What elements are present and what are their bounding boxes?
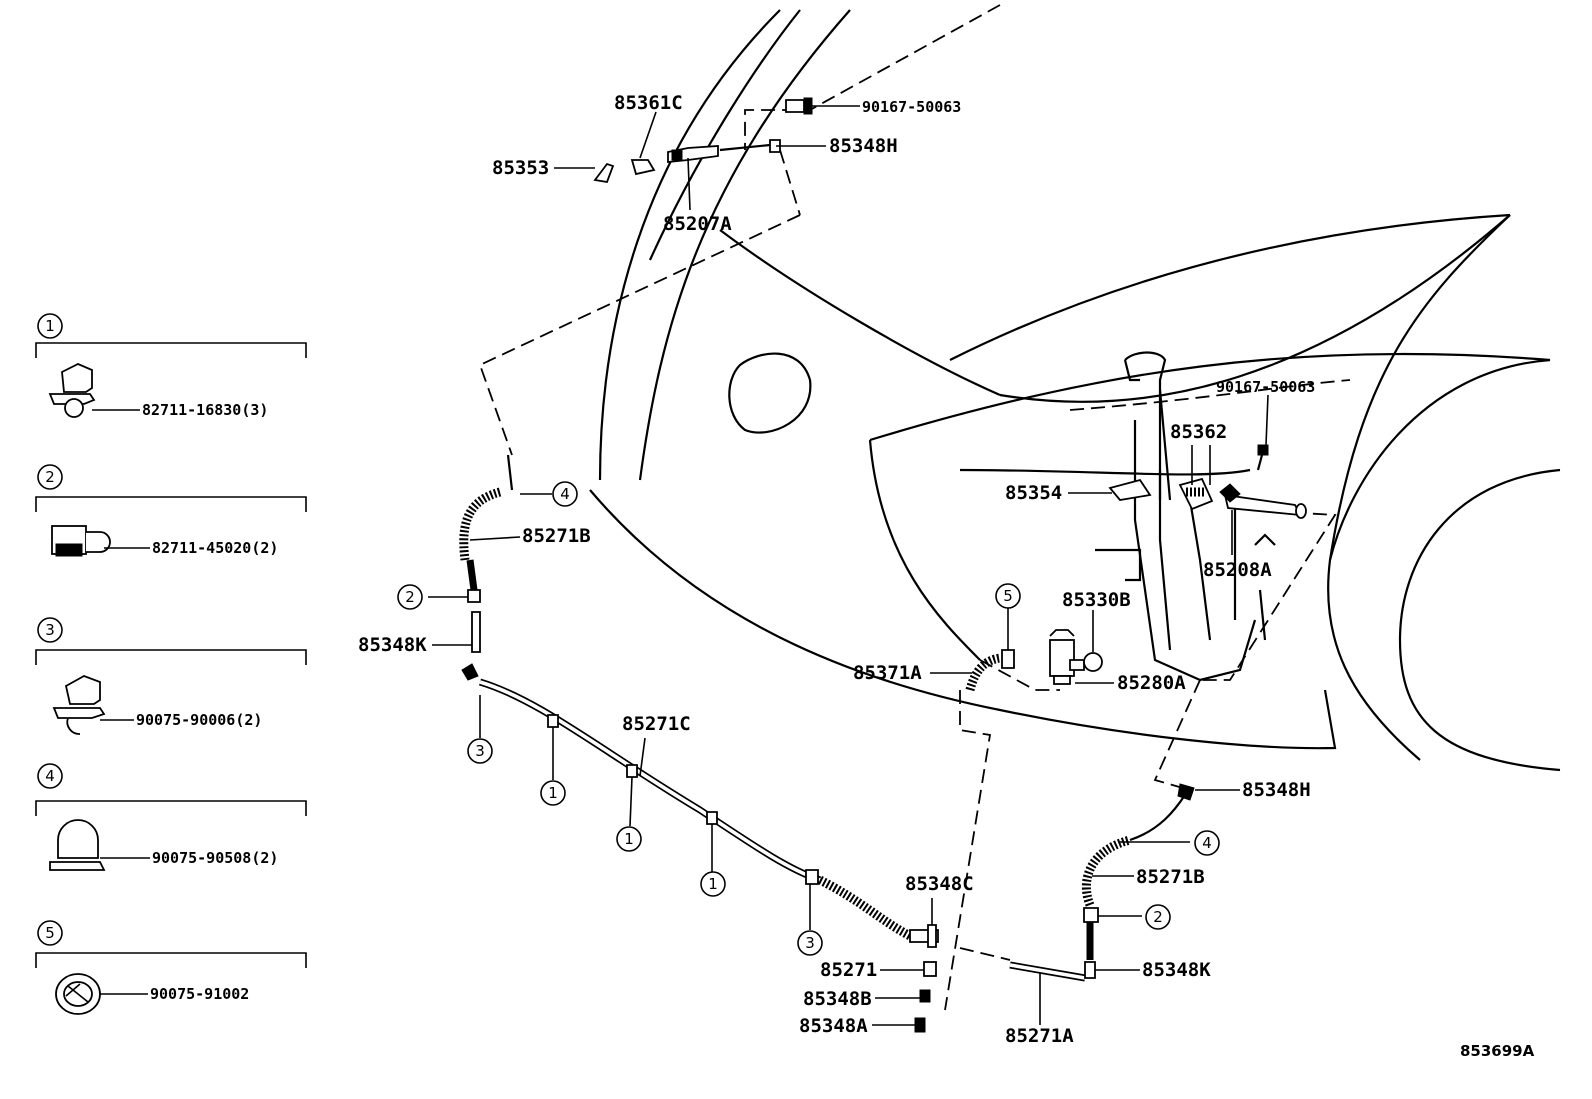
- legend-item-5: 5 90075-91002: [35, 920, 307, 1015]
- callout-85208A: 85208A: [1203, 559, 1272, 581]
- marker-number: 1: [708, 875, 718, 893]
- callout-90167-50063-right: 90167-50063: [1216, 378, 1315, 396]
- hose-clip-icon: [49, 819, 106, 871]
- marker-number: 1: [548, 784, 558, 802]
- diagram-reference-number: 853699A: [1460, 1042, 1535, 1060]
- callout-90167-50063-top: 90167-50063: [862, 98, 961, 116]
- callout-85361C: 85361C: [614, 92, 683, 114]
- legend-item-3: 3 90075-90006(2): [35, 617, 307, 735]
- callout-85348K-left: 85348K: [358, 634, 427, 656]
- legend-item-2: 2 82711-45020(2): [35, 464, 307, 557]
- vehicle-body-outline: [478, 4, 1561, 1011]
- legend-number: 5: [45, 924, 55, 942]
- marker-number: 3: [805, 934, 815, 952]
- marker-1-b: 1: [616, 826, 642, 852]
- legend-part-number: 82711-16830(3): [142, 401, 268, 419]
- legend-item-4: 4 90075-90508(2): [35, 763, 307, 871]
- callout-85362: 85362: [1170, 421, 1227, 443]
- marker-1-a: 1: [540, 780, 566, 806]
- clip-icon: [52, 675, 106, 735]
- part-callouts: 85361C 90167-50063 85348H 85353 85207A 8…: [358, 92, 1315, 1047]
- callout-85271A: 85271A: [1005, 1025, 1074, 1047]
- clip-icon: [48, 363, 96, 418]
- callout-85348B: 85348B: [803, 988, 872, 1010]
- marker-2-left: 2: [397, 584, 423, 610]
- callout-85348C: 85348C: [905, 873, 974, 895]
- legend: 1 82711-16830(3) 2 82711-45020(2): [35, 313, 307, 1015]
- legend-item-1: 1 82711-16830(3): [35, 313, 307, 419]
- callout-85348A: 85348A: [799, 1015, 868, 1037]
- callout-85271: 85271: [820, 959, 877, 981]
- legend-number: 3: [45, 621, 55, 639]
- callout-85207A: 85207A: [663, 213, 732, 235]
- clip-markers: 4 2 3 1 1 1 3 5 4 2: [397, 481, 1220, 956]
- legend-part-number: 90075-90006(2): [136, 711, 262, 729]
- marker-number: 4: [560, 485, 570, 503]
- washer-tank-assembly: [965, 351, 1307, 692]
- leader-lines: [428, 105, 1269, 1026]
- marker-number: 5: [1003, 587, 1013, 605]
- top-nozzle-parts: [593, 97, 813, 184]
- callout-85280A: 85280A: [1117, 672, 1186, 694]
- legend-part-number: 82711-45020(2): [152, 539, 278, 557]
- marker-number: 2: [405, 588, 415, 606]
- marker-2-right: 2: [1145, 904, 1171, 930]
- legend-number: 2: [45, 468, 55, 486]
- callout-85371A: 85371A: [853, 662, 922, 684]
- callout-85271B-left: 85271B: [522, 525, 591, 547]
- marker-1-c: 1: [700, 871, 726, 897]
- marker-number: 1: [624, 830, 634, 848]
- marker-number: 3: [475, 742, 485, 760]
- callout-85348H-low: 85348H: [1242, 779, 1311, 801]
- legend-part-number: 90075-90508(2): [152, 849, 278, 867]
- marker-3-right: 3: [797, 930, 823, 956]
- marker-number: 2: [1153, 908, 1163, 926]
- marker-5: 5: [995, 583, 1021, 609]
- callout-85271C: 85271C: [622, 713, 691, 735]
- legend-part-number: 90075-91002: [150, 985, 249, 1003]
- callout-85271B-right: 85271B: [1136, 866, 1205, 888]
- marker-4-right: 4: [1194, 830, 1220, 856]
- marker-3-left: 3: [467, 738, 493, 764]
- clamp-icon: [51, 525, 111, 557]
- grommet-icon: [55, 973, 101, 1015]
- callout-85354: 85354: [1005, 482, 1062, 504]
- legend-number: 4: [45, 767, 55, 785]
- legend-number: 1: [45, 317, 55, 335]
- callout-85348H-top: 85348H: [829, 135, 898, 157]
- washer-hoses: [459, 454, 1195, 1033]
- callout-85353: 85353: [492, 157, 549, 179]
- marker-4-left: 4: [552, 481, 578, 507]
- callout-85330B: 85330B: [1062, 589, 1131, 611]
- callout-85348K-right: 85348K: [1142, 959, 1211, 981]
- marker-number: 4: [1202, 834, 1212, 852]
